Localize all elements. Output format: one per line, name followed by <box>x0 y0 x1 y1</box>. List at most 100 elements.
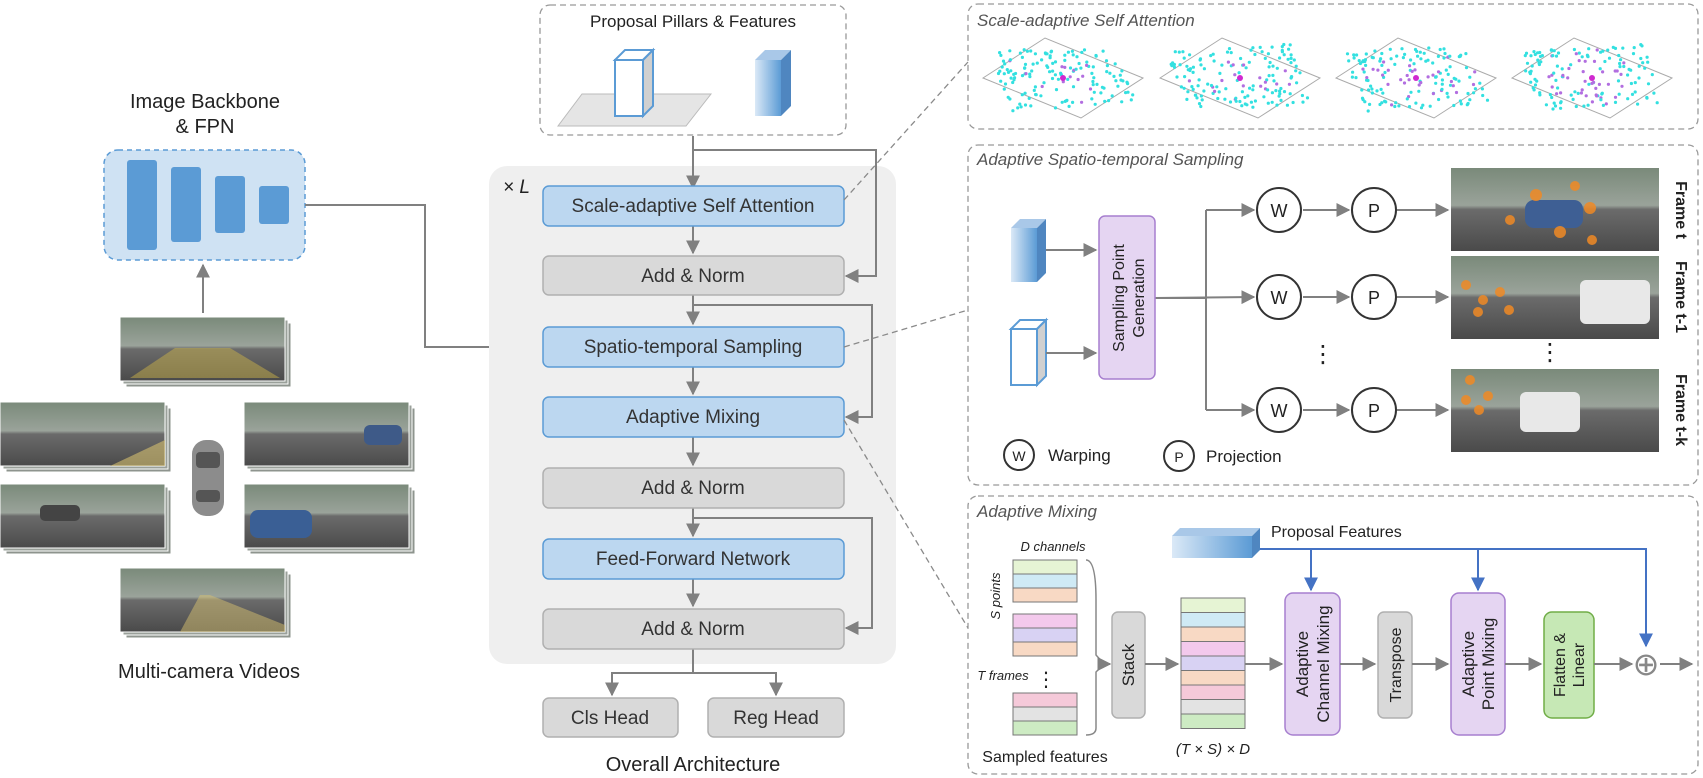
mixing-panel-title: Adaptive Mixing <box>976 502 1098 521</box>
legend-warp-symbol <box>1003 439 1035 471</box>
proposal-box <box>539 4 847 136</box>
fpn-level-4 <box>259 186 289 224</box>
proj-node-2-label: P <box>1368 288 1380 308</box>
self-attention-label: Scale-adaptive Self Attention <box>572 196 815 217</box>
feature-grid-1 <box>1012 559 1078 603</box>
warp-node-3-label: W <box>1271 401 1288 421</box>
overall-architecture-caption: Overall Architecture <box>606 754 781 776</box>
bev-plot-1 <box>981 37 1145 119</box>
add-norm-label-2: Add & Norm <box>641 478 744 499</box>
add-norm-label-1: Add & Norm <box>641 266 744 287</box>
frame-label-t: Frame t <box>1672 181 1689 239</box>
backbone-to-sampling-arrow <box>305 204 542 354</box>
image-backbone-section: Image Backbone & FPN <box>103 91 306 261</box>
proj-node-1 <box>1351 187 1397 233</box>
decoder-blocks: Scale-adaptive Self Attention Add & Norm… <box>542 185 845 776</box>
warp-node-2-label: W <box>1271 288 1288 308</box>
stacked-dim-label: (T × S) × D <box>1176 741 1250 758</box>
callout-connectors <box>843 61 969 629</box>
camera-front-right <box>243 401 416 473</box>
legend-proj-symbol-label: P <box>1174 449 1183 465</box>
warp-node-2 <box>1256 274 1302 320</box>
warp-node-1 <box>1256 187 1302 233</box>
attention-panel-box <box>967 3 1699 130</box>
sampling-panel-box <box>967 144 1699 486</box>
sampled-feature-grids <box>1012 559 1078 736</box>
camera-front <box>119 316 292 388</box>
flow-arrows <box>605 136 877 697</box>
flatten-label-line1: Flatten & <box>1552 633 1569 697</box>
warp-node-3 <box>1256 387 1302 433</box>
camera-back-left <box>0 483 172 555</box>
camera-images: Multi-camera Videos <box>0 316 416 683</box>
legend-warp-symbol-label: W <box>1012 448 1026 464</box>
proposal-feature-icon <box>755 50 791 116</box>
frame-label-t-1: Frame t-1 <box>1672 261 1689 333</box>
fpn-level-1 <box>127 160 157 250</box>
add-norm-block-3 <box>542 608 845 650</box>
bev-plot-3 <box>1334 37 1498 119</box>
proj-node-3 <box>1351 387 1397 433</box>
sampling-panel-title: Adaptive Spatio-temporal Sampling <box>976 150 1244 169</box>
add-norm-block-2 <box>542 467 845 509</box>
query-pillar-icon <box>1008 317 1049 388</box>
cls-head-label: Cls Head <box>571 708 649 729</box>
mixing-panel-box <box>967 495 1699 775</box>
feature-grid-3 <box>1012 692 1078 736</box>
frame-t-1-image <box>1451 256 1659 339</box>
generation-label-line2: Generation <box>1131 258 1148 337</box>
mixing-label: Adaptive Mixing <box>626 407 760 428</box>
nodes-ellipsis: ⋮ <box>1311 341 1335 368</box>
ffn-label: Feed-Forward Network <box>596 549 791 570</box>
warp-node-1-label: W <box>1271 201 1288 221</box>
camera-front-left <box>0 401 172 473</box>
flatten-label-line2: Linear <box>1571 642 1588 687</box>
proposal-pillars-section: Proposal Pillars & Features <box>539 4 847 136</box>
stack-label: Stack <box>1119 643 1138 686</box>
camera-back-right <box>243 483 416 555</box>
proposal-title: Proposal Pillars & Features <box>590 12 796 31</box>
point-mixing-label-line2: Point Mixing <box>1479 618 1498 711</box>
self-attention-block <box>542 185 845 227</box>
channel-mixing-label-line2: Channel Mixing <box>1314 605 1333 722</box>
generation-label-line1: Sampling Point <box>1111 244 1128 352</box>
proposal-features-icon <box>1172 528 1260 558</box>
feature-grid-2 <box>1012 613 1078 657</box>
warp-projection-nodes: W P W P ⋮ W P <box>1256 187 1397 433</box>
bev-plot-4 <box>1510 37 1674 119</box>
sampling-panel: Adaptive Spatio-temporal Sampling <box>967 144 1699 486</box>
bev-plot-2 <box>1158 37 1322 119</box>
sampling-legend: W Warping P Projection <box>1003 439 1282 472</box>
camera-back <box>119 567 292 639</box>
legend-proj-symbol <box>1163 440 1195 472</box>
proj-node-3-label: P <box>1368 401 1380 421</box>
channel-mixing-label-line1: Adaptive <box>1293 631 1312 697</box>
reg-head-label: Reg Head <box>733 708 819 729</box>
t-frames-label: T frames <box>977 668 1029 683</box>
sampling-point-generation-block <box>1098 215 1156 380</box>
transpose-label: Transpose <box>1388 627 1405 702</box>
feature-stack-ellipsis: ⋮ <box>1036 669 1056 691</box>
backbone-title-line2: & FPN <box>176 116 235 138</box>
s-points-label: S points <box>988 572 1003 619</box>
proj-node-1-label: P <box>1368 201 1380 221</box>
sampling-arrows <box>1046 203 1450 417</box>
plus-operator-icon: ⊕ <box>1633 646 1660 682</box>
feature-brace <box>1085 559 1106 736</box>
bev-attention-plots <box>981 37 1674 119</box>
proposal-feature-arrows <box>1260 548 1653 648</box>
add-norm-block-1 <box>542 255 845 296</box>
legend-proj-label: Projection <box>1206 447 1282 466</box>
ego-car-icon <box>192 440 224 516</box>
stacked-feature-grid <box>1180 597 1246 729</box>
pillar-outline-icon <box>612 47 656 119</box>
attention-panel-title: Scale-adaptive Self Attention <box>977 11 1195 30</box>
query-feature-icon <box>1011 219 1046 282</box>
sampled-features-label: Sampled features <box>982 749 1107 766</box>
sampling-label: Spatio-temporal Sampling <box>584 337 803 358</box>
point-mixing-label-line1: Adaptive <box>1459 631 1478 697</box>
repeat-label: × L <box>503 177 530 198</box>
frames-ellipsis: ⋮ <box>1538 339 1562 366</box>
d-channels-label: D channels <box>1020 539 1086 554</box>
add-norm-label-3: Add & Norm <box>641 619 744 640</box>
